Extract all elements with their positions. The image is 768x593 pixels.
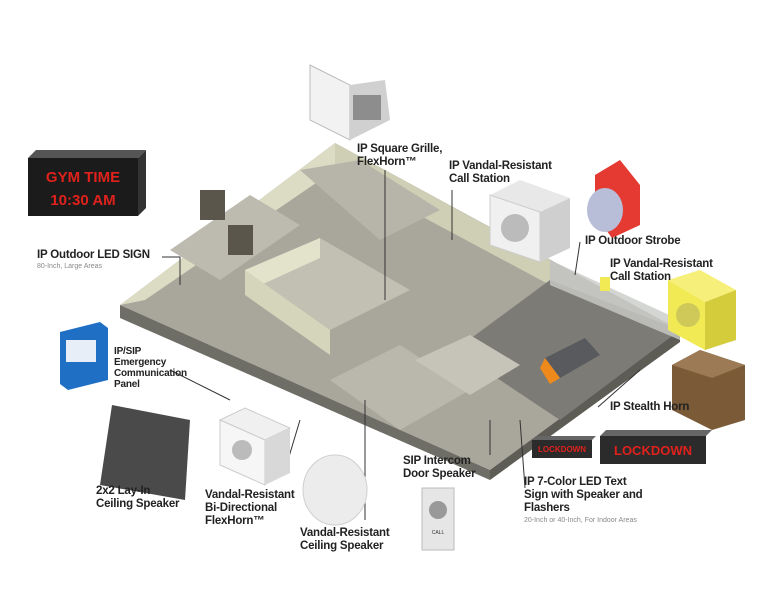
- label-line: IP 7-Color LED Text: [524, 476, 627, 488]
- yellow-call-station: [668, 270, 736, 350]
- gym-wall-left: [245, 238, 320, 290]
- classroom-row: [300, 160, 440, 240]
- label-outdoor-led-sub: 80-Inch, Large Areas: [37, 263, 102, 270]
- gym-time-text: GYM TIME: [46, 169, 120, 186]
- outdoor-strobe: [587, 160, 640, 238]
- building: [120, 143, 680, 480]
- stealth-horn: [672, 350, 745, 430]
- label-line: Bi-Directional: [205, 502, 277, 514]
- emergency-communication-panel: [60, 322, 108, 390]
- gym-clock-text: 10:30 AM: [50, 192, 115, 209]
- label-line: IP Vandal-Resistant: [610, 258, 713, 270]
- leader-lines: [162, 170, 641, 520]
- square-grille-speaker: [309, 64, 390, 141]
- label-line: Vandal-Resistant: [205, 489, 295, 501]
- building-base-left: [120, 305, 490, 480]
- label-outdoor-strobe: IP Outdoor Strobe: [585, 235, 681, 247]
- label-line: Flashers: [524, 502, 570, 514]
- label-line: FlexHorn™: [357, 156, 417, 168]
- label-outdoor-led-sign: IP Outdoor LED SIGN: [37, 249, 150, 261]
- cells-upper: [200, 190, 225, 220]
- label-line: Emergency: [114, 357, 167, 368]
- label-line: Ceiling Speaker: [96, 498, 180, 510]
- van-cab: [540, 358, 560, 384]
- label-line: Panel: [114, 379, 140, 390]
- label-square-grille: IP Square Grille,FlexHorn™: [357, 143, 442, 169]
- lockdown-small-text: LOCKDOWN: [538, 445, 586, 454]
- label-line: FlexHorn™: [205, 515, 265, 527]
- label-line: IP Square Grille,: [357, 143, 443, 155]
- cells-lower: [228, 225, 253, 255]
- lockdown-large-text: LOCKDOWN: [614, 443, 692, 458]
- label-line: Call Station: [449, 173, 510, 185]
- lobby-room: [415, 335, 520, 395]
- fence: [550, 260, 680, 340]
- vandal-ceiling-speaker: [302, 454, 368, 526]
- led-text-sign-small: LOCKDOWN: [532, 436, 596, 458]
- label-led-text-sub: 20-Inch or 40-Inch, For Indoor Areas: [524, 517, 637, 524]
- label-line: 2x2 Lay-In: [96, 485, 151, 497]
- small-call-station: [600, 277, 610, 291]
- gym-wall-front: [245, 270, 330, 355]
- label-line: Vandal-Resistant: [300, 527, 390, 539]
- label-line: Call Station: [610, 271, 671, 283]
- call-button-text: CALL: [432, 530, 445, 536]
- van: [545, 338, 600, 378]
- label-line: IP/SIP: [114, 346, 142, 357]
- label-line: Communication: [114, 368, 187, 379]
- outdoor-led-sign: GYM TIME 10:30 AM: [28, 150, 146, 216]
- lay-in-ceiling-speaker: [100, 405, 190, 500]
- intercom-door-speaker: CALL: [421, 487, 455, 551]
- label-line: Sign with Speaker and: [524, 489, 643, 501]
- label-stealth-horn: IP Stealth Horn: [610, 401, 690, 413]
- vandal-call-station: [489, 180, 570, 263]
- label-line: Ceiling Speaker: [300, 540, 384, 552]
- label-line: Door Speaker: [403, 468, 476, 480]
- label-line: IP Vandal-Resistant: [449, 160, 552, 172]
- led-text-sign-large: LOCKDOWN: [600, 430, 712, 464]
- bidirectional-flexhorn: [218, 407, 292, 486]
- label-line: SIP Intercom: [403, 455, 471, 467]
- front-room: [330, 345, 470, 430]
